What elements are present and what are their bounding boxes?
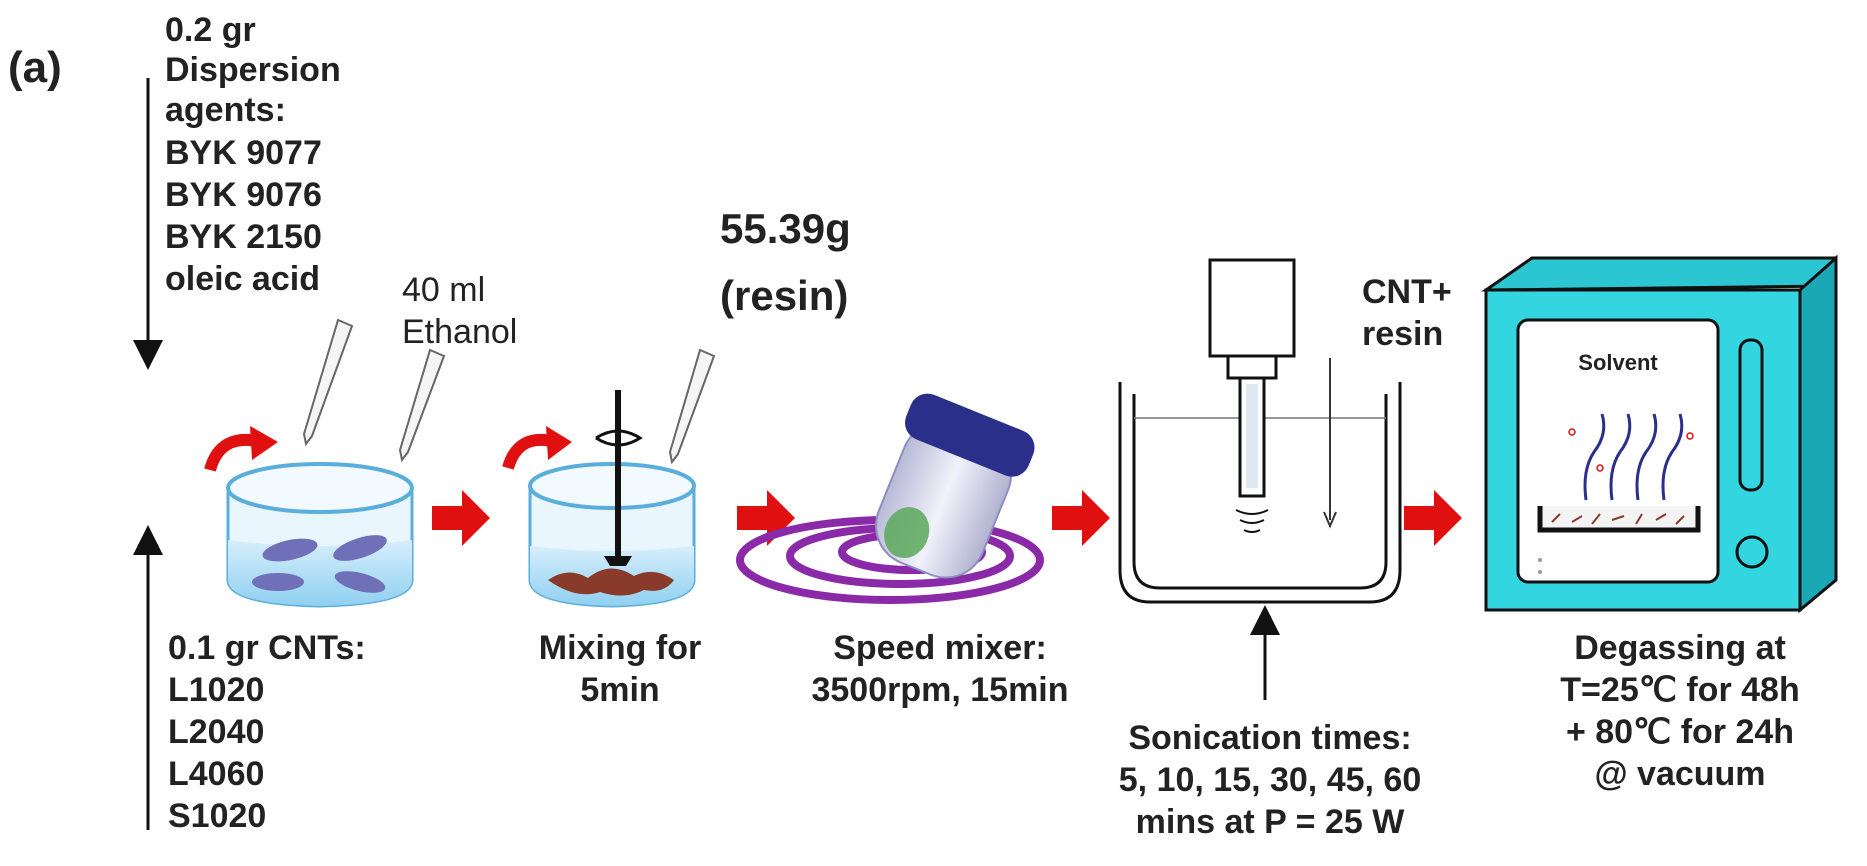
bottom-input-line: L2040 xyxy=(168,713,265,751)
mixing-line: Mixing for xyxy=(538,629,702,667)
resin-line: (resin) xyxy=(720,272,849,319)
degassing-line: + 80℃ for 24h xyxy=(1565,713,1795,751)
degassing-line: Degassing at xyxy=(1574,629,1786,667)
speed-mixer xyxy=(736,393,1044,604)
vapor-arrow-icon xyxy=(1661,413,1684,501)
top-input-line: oleic acid xyxy=(165,260,320,298)
oven-control-slot xyxy=(1738,338,1764,492)
sonication-line: 5, 10, 15, 30, 45, 60 xyxy=(1118,761,1422,799)
jar-content xyxy=(884,507,930,559)
mixing-line: 5min xyxy=(580,671,660,709)
speed-mixer-line: Speed mixer: xyxy=(833,629,1047,667)
resin-line: 55.39g xyxy=(720,205,851,252)
cnt-resin-line: resin xyxy=(1362,315,1444,353)
vapor-arrow-icon xyxy=(1635,413,1658,501)
oven-top xyxy=(1481,256,1838,292)
speed-mixer-line: 3500rpm, 15min xyxy=(811,671,1069,709)
pipette-icon xyxy=(398,348,446,463)
sonication-line: Sonication times: xyxy=(1128,719,1412,757)
pipette-icon xyxy=(302,318,354,447)
top-input-line: BYK 9077 xyxy=(165,134,322,172)
rotation-arrowhead-icon xyxy=(250,426,278,460)
cnt-bundle xyxy=(252,573,304,591)
sonicator-neck xyxy=(1226,354,1278,380)
sonication-line: mins at P = 25 W xyxy=(1135,803,1405,841)
ethanol-line: Ethanol xyxy=(402,313,518,351)
rotation-arrow-icon xyxy=(595,429,643,447)
bottom-input-line: S1020 xyxy=(168,797,267,835)
oven-solvent-label: Solvent xyxy=(1578,350,1658,375)
ethanol-line: 40 ml xyxy=(402,271,486,309)
bottom-input-line: L1020 xyxy=(168,671,265,709)
sound-waves-icon xyxy=(1235,509,1269,533)
oven-knob xyxy=(1735,535,1769,569)
bottom-input-line: 0.1 gr CNTs: xyxy=(168,629,366,667)
beaker-2 xyxy=(502,348,716,608)
oven-side xyxy=(1798,254,1838,614)
flow-arrow-1 xyxy=(432,490,490,546)
flow-arrow-4 xyxy=(1404,490,1462,546)
top-input-line: BYK 9076 xyxy=(165,176,322,214)
pipette-icon xyxy=(668,348,716,465)
top-input-line: 0.2 gr xyxy=(165,11,256,49)
rotation-arrowhead-icon xyxy=(546,426,572,460)
down-arrowhead-icon xyxy=(1323,511,1337,529)
stirrer-blade xyxy=(604,556,632,566)
panel-label: (a) xyxy=(8,43,62,92)
sonicator-head xyxy=(1208,258,1296,358)
top-input-line: BYK 2150 xyxy=(165,218,322,256)
top-input-line: Dispersion xyxy=(165,51,341,89)
cnt-clump xyxy=(548,568,674,596)
cnt-bundle xyxy=(334,571,386,593)
beaker-1 xyxy=(204,318,446,608)
vacuum-oven: Solvent xyxy=(1481,254,1838,614)
sonication-setup xyxy=(1118,258,1402,700)
degassing-line: T=25℃ for 48h xyxy=(1560,671,1800,709)
cnt-resin-line: CNT+ xyxy=(1362,273,1452,311)
vapor-arrow-icon xyxy=(1609,413,1632,501)
vapor-arrow-icon xyxy=(1583,413,1606,501)
cnt-bundle xyxy=(262,538,318,562)
bottom-input-line: L4060 xyxy=(168,755,265,793)
top-input-line: agents: xyxy=(165,91,286,129)
jar-cap xyxy=(905,393,1035,477)
cnt-bundle xyxy=(333,535,387,561)
flow-arrow-3 xyxy=(1052,490,1110,546)
degassing-line: @ vacuum xyxy=(1594,755,1766,793)
